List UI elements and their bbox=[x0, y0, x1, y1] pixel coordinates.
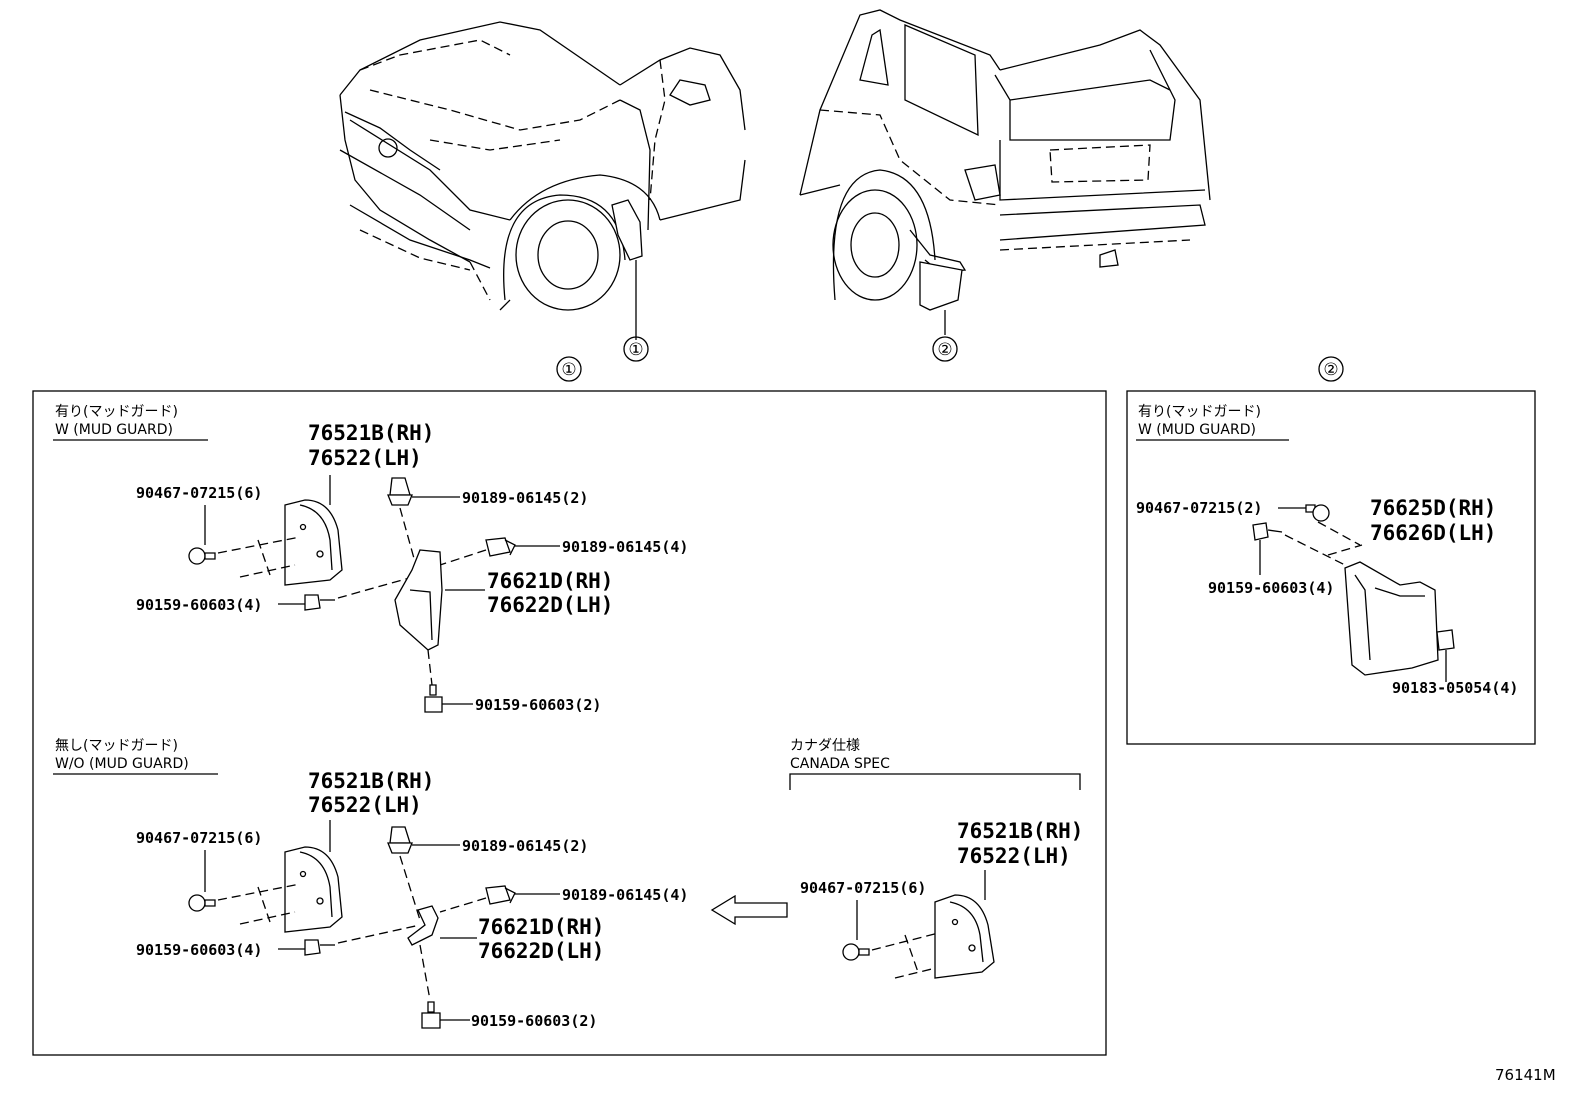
clip-top-part-2 bbox=[387, 826, 413, 854]
bolt-90159-b-label-2: 90159-60603(2) bbox=[471, 1012, 597, 1030]
main-part-lh-label-2: 76522(LH) bbox=[308, 793, 422, 817]
with-mudguard-jp-label: 有り(マッドガード) bbox=[55, 404, 178, 420]
panel-2-frame bbox=[1126, 390, 1536, 745]
screw-part bbox=[188, 547, 216, 565]
bracket-rh-label: 76621D(RH) bbox=[478, 915, 604, 939]
front-vehicle-illustration bbox=[339, 21, 746, 340]
bolt-90159-label: 90159-60603(4) bbox=[136, 596, 262, 614]
panel2-screw-part bbox=[1305, 504, 1330, 522]
clip-90189-a-label-2: 90189-06145(2) bbox=[462, 837, 588, 855]
without-mudguard-jp-label: 無し(マッドガード) bbox=[55, 738, 178, 754]
bolt-90159-b-label: 90159-60603(2) bbox=[475, 696, 601, 714]
panel2-mud-guard-part bbox=[1344, 561, 1439, 676]
callout-marker-1: ① bbox=[623, 336, 649, 362]
panel2-main-rh-label: 76625D(RH) bbox=[1370, 496, 1496, 520]
panel-2-header-marker: ② bbox=[1318, 356, 1344, 382]
mud-guard-rh-label: 76621D(RH) bbox=[487, 569, 613, 593]
fender-liner-part-2 bbox=[284, 820, 343, 933]
panel2-bolt-label: 90159-60603(4) bbox=[1208, 579, 1334, 597]
canada-main-rh-label: 76521B(RH) bbox=[957, 819, 1083, 843]
panel-1-frame bbox=[32, 390, 1107, 1056]
bracket-lh-label: 76622D(LH) bbox=[478, 939, 604, 963]
with-mudguard-en-label: W (MUD GUARD) bbox=[55, 422, 173, 438]
bolt-bottom-part bbox=[424, 684, 443, 713]
clip-90189-a-label: 90189-06145(2) bbox=[462, 489, 588, 507]
figure-reference-number: 76141M bbox=[1495, 1066, 1556, 1084]
canada-screw-part bbox=[842, 943, 870, 961]
svg-text:②: ② bbox=[1323, 360, 1338, 380]
mud-guard-lh-label: 76622D(LH) bbox=[487, 593, 613, 617]
canada-spec-en-label: CANADA SPEC bbox=[790, 756, 890, 772]
panel2-main-lh-label: 76626D(LH) bbox=[1370, 521, 1496, 545]
bolt-part bbox=[304, 594, 335, 611]
screw-90467-label: 90467-07215(6) bbox=[136, 484, 262, 502]
clip-90189-b-label: 90189-06145(4) bbox=[562, 538, 688, 556]
clip-side-part-2 bbox=[485, 885, 516, 905]
panel2-screw-label: 90467-07215(2) bbox=[1136, 499, 1262, 517]
canada-fender-liner-part bbox=[934, 870, 995, 979]
panel2-nut-label: 90183-05054(4) bbox=[1392, 679, 1518, 697]
fender-liner-part bbox=[284, 475, 343, 586]
main-part-rh-label: 76521B(RH) bbox=[308, 421, 434, 445]
rear-vehicle-illustration bbox=[799, 9, 1211, 335]
canada-spec-jp-label: カナダ仕様 bbox=[790, 738, 860, 754]
panel2-bolt-part bbox=[1252, 522, 1283, 541]
bolt-90159-label-2: 90159-60603(4) bbox=[136, 941, 262, 959]
bolt-bottom-part-2 bbox=[421, 1001, 441, 1029]
clip-top-part bbox=[387, 477, 413, 506]
bracket-part bbox=[407, 905, 439, 946]
clip-side-part bbox=[485, 537, 516, 557]
svg-text:①: ① bbox=[628, 340, 643, 360]
main-part-rh-label-2: 76521B(RH) bbox=[308, 769, 434, 793]
clip-90189-b-label-2: 90189-06145(4) bbox=[562, 886, 688, 904]
panel2-cond-en-label: W (MUD GUARD) bbox=[1138, 422, 1256, 438]
without-mudguard-en-label: W/O (MUD GUARD) bbox=[55, 756, 189, 772]
mud-guard-part bbox=[394, 549, 443, 651]
substitute-arrow-icon bbox=[710, 894, 788, 926]
callout-marker-2: ② bbox=[932, 336, 958, 362]
bolt-part-2 bbox=[304, 939, 335, 956]
svg-text:②: ② bbox=[937, 340, 952, 360]
panel2-nut-part bbox=[1436, 629, 1455, 651]
screw-90467-label-2: 90467-07215(6) bbox=[136, 829, 262, 847]
panel2-cond-jp-label: 有り(マッドガード) bbox=[1138, 404, 1261, 420]
screw-part-2 bbox=[188, 894, 216, 912]
canada-screw-label: 90467-07215(6) bbox=[800, 879, 926, 897]
canada-main-lh-label: 76522(LH) bbox=[957, 844, 1071, 868]
main-part-lh-label: 76522(LH) bbox=[308, 446, 422, 470]
panel-1-header-marker: ① bbox=[556, 356, 582, 382]
svg-text:①: ① bbox=[561, 360, 576, 380]
